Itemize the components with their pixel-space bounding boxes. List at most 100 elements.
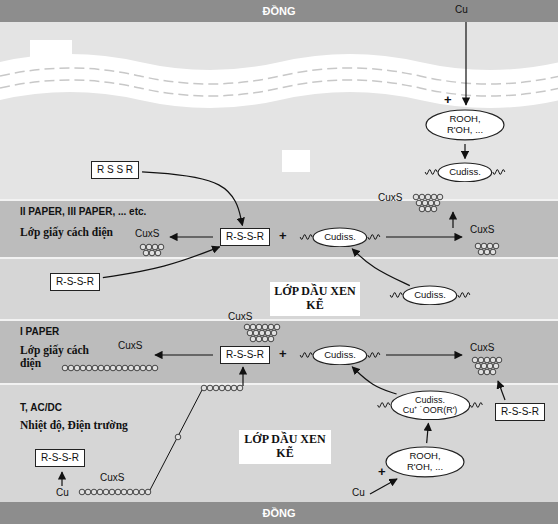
species-oval: Cudiss. <box>402 285 458 306</box>
cuxs-particle <box>247 330 253 336</box>
reaction-arrow <box>170 236 213 237</box>
cuxs-particle <box>475 243 481 249</box>
node-text: II PAPER, III PAPER, ... etc. <box>20 206 146 217</box>
node-text: ĐỒNG <box>0 502 558 524</box>
cuxs-particle <box>213 385 219 391</box>
node-text: Cudiss. <box>324 232 356 243</box>
cuxs-particle <box>201 385 207 391</box>
cuxs-particle <box>496 357 502 363</box>
oval-shape <box>313 346 367 365</box>
oval-shape <box>438 163 492 182</box>
cuxs-particle <box>104 365 110 371</box>
cuxs-particle <box>244 324 250 330</box>
cuxs-particle <box>475 363 481 369</box>
cuxs-particle <box>490 249 496 255</box>
cuxs-particle <box>225 385 231 391</box>
cuxs-particle <box>274 324 280 330</box>
cuxs-particle <box>79 489 85 495</box>
cuxs-particle <box>265 330 271 336</box>
chain-wave <box>458 293 470 297</box>
cuxs-particle <box>425 206 431 212</box>
cuxs-particle <box>103 489 109 495</box>
plus-sign: + <box>378 464 386 479</box>
cuxs-particle <box>422 200 428 206</box>
plus-sign: + <box>444 92 452 107</box>
cuxs-particle <box>419 206 425 212</box>
species-label: Cu <box>352 487 365 498</box>
compound-box: R S S R <box>91 161 139 179</box>
oval-shape <box>426 110 504 140</box>
node-text: Cudiss. <box>414 290 446 301</box>
copper-band: ĐỒNG <box>0 502 558 524</box>
cuxs-particle <box>431 194 437 200</box>
cuxs-particle <box>487 363 493 369</box>
chain-wave <box>493 170 505 174</box>
compound-box: R-S-S-R <box>35 449 85 467</box>
cuxs-particle <box>149 250 155 256</box>
species-label: Nhiệt độ, Điện trường <box>20 419 128 431</box>
band-edge <box>0 319 558 321</box>
node-text: Cu⁺ ˙OOR(R') <box>403 405 458 415</box>
reaction-arrow <box>465 17 466 105</box>
cuxs-particle <box>127 489 133 495</box>
chain-wave <box>368 235 380 239</box>
reaction-connector <box>464 144 465 159</box>
cuxs-particle <box>481 363 487 369</box>
cuxs-particle <box>74 365 80 371</box>
blank-patch <box>282 150 310 172</box>
reaction-arrow <box>61 472 62 486</box>
cuxs-particle <box>259 330 265 336</box>
cuxs-particle <box>85 489 91 495</box>
cuxs-particle <box>256 336 262 342</box>
cuxs-particle <box>91 489 97 495</box>
oval-shape <box>391 391 470 420</box>
cuxs-particle <box>262 336 268 342</box>
species-label: CuxS <box>100 472 124 483</box>
reaction-connector <box>427 423 429 443</box>
paper-band-fill <box>0 200 558 258</box>
paper-band-fill <box>0 320 558 384</box>
chain-wave <box>378 403 390 407</box>
node-text: Lớp giấy cách điện <box>20 226 113 239</box>
reaction-arrow <box>386 236 462 237</box>
cuxs-particle <box>472 357 478 363</box>
node-text: R-S-S-R <box>56 276 94 288</box>
cuxs-particle <box>134 365 140 371</box>
node-text: ROOH, R'OH, ... <box>437 114 493 136</box>
compound-box: R-S-S-R <box>50 273 100 291</box>
node-text: R-S-S-R <box>226 349 264 361</box>
chain-wave <box>300 353 312 357</box>
cuxs-particle <box>434 200 440 206</box>
species-label: T, AC/DC <box>20 402 62 413</box>
cuxs-particle <box>152 365 158 371</box>
node-text: Cudiss. <box>449 167 481 178</box>
cuxs-particle <box>493 243 499 249</box>
cuxs-particle <box>145 489 151 495</box>
blank-patch <box>30 40 72 60</box>
node-text: ĐỒNG <box>0 0 558 22</box>
node-text: I PAPER <box>20 326 59 337</box>
species-label: CuxS <box>378 192 402 203</box>
cuxs-particle <box>62 365 68 371</box>
cuxs-particle <box>146 244 152 250</box>
cuxs-particle <box>484 369 490 375</box>
chain-wave <box>300 235 312 239</box>
cuxs-particle <box>152 244 158 250</box>
plus-sign: + <box>279 228 287 243</box>
species-label: CuxS <box>470 224 494 235</box>
cuxs-particle <box>231 385 237 391</box>
species-label: CuxS <box>118 340 142 351</box>
species-label: CuxS <box>135 228 159 239</box>
cuxs-particle <box>478 249 484 255</box>
cuxs-particle <box>121 489 127 495</box>
cuxs-particle <box>428 200 434 206</box>
cuxs-particle <box>484 249 490 255</box>
species-label: Cu <box>455 4 468 15</box>
layer-label: LỚP DẦU XEN KẼ <box>239 430 331 464</box>
migration-path <box>150 390 202 490</box>
cuxs-particle <box>419 194 425 200</box>
cuxs-particle <box>487 243 493 249</box>
cuxs-particle <box>219 385 225 391</box>
oval-shape <box>403 286 457 305</box>
